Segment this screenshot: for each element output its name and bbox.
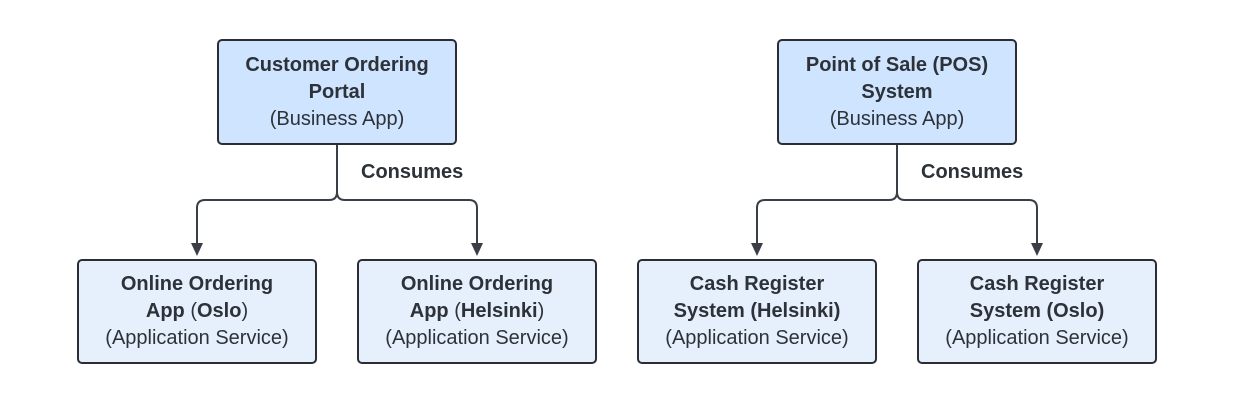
- node-title-line: Point of Sale (POS): [805, 53, 989, 76]
- online-ordering-app-helsinki-node[interactable]: Online Ordering App (Helsinki) (Applicat…: [357, 259, 597, 364]
- node-title-line: Portal: [308, 80, 366, 103]
- arrowhead-to-cash-register-helsinki: [751, 243, 763, 256]
- node-subtitle: (Business App): [829, 107, 965, 130]
- node-title-line: Online Ordering: [400, 273, 554, 295]
- node-title-fragment: ): [241, 300, 249, 322]
- node-subtitle: (Application Service): [665, 327, 849, 349]
- node-title-line: App (Oslo): [146, 298, 248, 325]
- node-title-line: Cash Register: [689, 273, 825, 295]
- node-title-fragment: App: [145, 300, 185, 322]
- point-of-sale-system-node[interactable]: Point of Sale (POS) System (Business App…: [777, 39, 1017, 145]
- node-title-line: System (Helsinki): [673, 300, 841, 322]
- edge-label-consumes: Consumes: [361, 161, 464, 183]
- node-title-fragment: Helsinki: [460, 300, 538, 322]
- connector-portal-to-helsinki: [336, 191, 478, 246]
- node-title-fragment: (: [454, 300, 461, 322]
- arrowhead-to-cash-register-oslo: [1031, 243, 1043, 256]
- node-title-line: Cash Register: [969, 273, 1105, 295]
- connector-pos-trunk: [756, 145, 898, 246]
- online-ordering-app-oslo-node[interactable]: Online Ordering App (Oslo) (Application …: [77, 259, 317, 364]
- node-title-fragment: Oslo: [197, 300, 242, 322]
- node-title-line: System (Oslo): [969, 300, 1105, 322]
- node-title-fragment: (: [190, 300, 197, 322]
- node-title-line: Customer Ordering: [245, 53, 429, 76]
- arrowhead-to-oslo-app: [191, 243, 203, 256]
- node-title-line: Online Ordering: [120, 273, 274, 295]
- node-subtitle: (Application Service): [945, 327, 1129, 349]
- cash-register-system-helsinki-node[interactable]: Cash Register System (Helsinki) (Applica…: [637, 259, 877, 364]
- cash-register-system-oslo-node[interactable]: Cash Register System (Oslo) (Application…: [917, 259, 1157, 364]
- connector-pos-to-oslo: [896, 191, 1038, 246]
- node-subtitle: (Application Service): [105, 327, 289, 349]
- edge-label-consumes: Consumes: [921, 161, 1024, 183]
- arrowhead-to-helsinki-app: [471, 243, 483, 256]
- node-title-line: App (Helsinki): [410, 298, 545, 325]
- node-title-line: System: [861, 80, 933, 103]
- node-subtitle: (Application Service): [385, 327, 569, 349]
- node-title-fragment: App: [409, 300, 449, 322]
- customer-ordering-portal-node[interactable]: Customer Ordering Portal (Business App): [217, 39, 457, 145]
- node-title-fragment: ): [537, 300, 545, 322]
- connector-portal-trunk: [196, 145, 338, 246]
- node-subtitle: (Business App): [269, 107, 405, 130]
